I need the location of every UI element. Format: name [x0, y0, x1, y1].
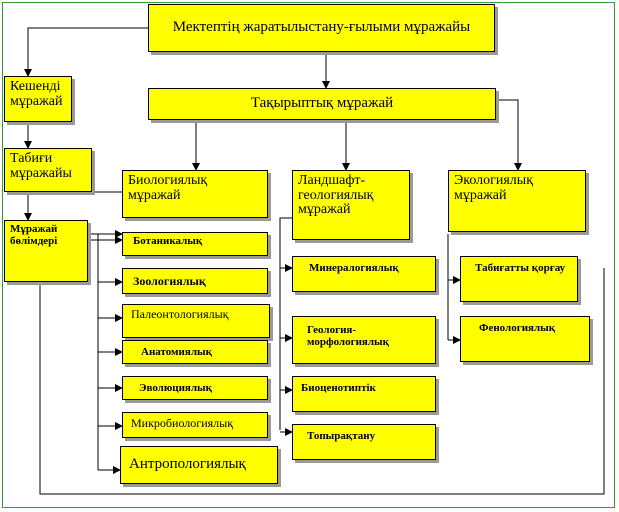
natural-museum-text: Табиғи мұражайы — [10, 151, 72, 181]
ecological-museum-box: Экологиялық мұражай — [448, 170, 586, 232]
bio-item-label: Микробиологиялық — [131, 416, 234, 430]
bio-item-evolutionary: Эволюциялық — [122, 376, 268, 400]
bio-item-label: Ботаникалық — [133, 235, 203, 247]
geo-item-label: Минералогиялық — [309, 262, 399, 274]
bio-item-microbiological: Микробиологиялық — [122, 412, 268, 438]
bio-item-label: Палеонтологиялық — [131, 307, 229, 321]
thematic-museum-text: Тақырыптық мұражай — [250, 95, 394, 112]
school-museum-title-box: Мектептің жаратылыстану-ғылыми мұражайы — [148, 4, 495, 52]
geo-item-biocenotic: Биоценотиптік — [292, 376, 436, 412]
bio-item-label: Зоологиялық — [133, 274, 206, 288]
eco-item-label: Фенологиялық — [479, 322, 556, 334]
bio-item-zoological: Зоологиялық — [122, 268, 268, 294]
geo-item-label: Топырақтану — [307, 430, 376, 442]
natural-museum-box: Табиғи мұражайы — [4, 148, 92, 192]
eco-item-label: Табиғатты қорғау — [475, 262, 566, 274]
bio-item-anatomical: Анатомиялық — [122, 340, 268, 364]
thematic-museum-box: Тақырыптық мұражай — [148, 88, 496, 120]
complex-museum-text: Кешенді мұражай — [10, 79, 63, 109]
geo-item-geomorphological: Геология-морфологиялық — [292, 316, 436, 364]
bio-item-label: Антропологиялық — [129, 456, 246, 472]
bio-item-label: Эволюциялық — [139, 382, 212, 394]
geo-item-mineralogical: Минералогиялық — [292, 256, 436, 292]
museum-sections-text: Мұражай бөлімдері — [10, 223, 58, 247]
ecological-museum-text: Экологиялық мұражай — [454, 173, 534, 203]
landscape-geological-museum-box: Ландшафт-геологиялық мұражай — [292, 170, 410, 240]
eco-item-phenological: Фенологиялық — [460, 316, 590, 362]
bio-item-botanical: Ботаникалық — [122, 232, 268, 256]
biological-museum-text: Биологиялық мұражай — [128, 173, 208, 203]
complex-museum-box: Кешенді мұражай — [4, 76, 72, 122]
biological-museum-box: Биологиялық мұражай — [122, 170, 268, 218]
museum-sections-box: Мұражай бөлімдері — [4, 220, 88, 282]
geo-item-label: Биоценотиптік — [301, 382, 376, 394]
landscape-geological-museum-text: Ландшафт-геологиялық мұражай — [298, 173, 374, 218]
title-text: Мектептің жаратылыстану-ғылыми мұражайы — [172, 19, 471, 36]
bio-item-anthropological: Антропологиялық — [120, 446, 278, 484]
diagram-frame — [2, 2, 615, 508]
geo-item-label: Геология-морфологиялық — [307, 324, 389, 348]
bio-item-paleontological: Палеонтологиялық — [122, 304, 270, 338]
bio-item-label: Анатомиялық — [141, 346, 212, 358]
eco-item-nature-protection: Табиғатты қорғау — [460, 256, 578, 302]
geo-item-soil-science: Топырақтану — [292, 424, 436, 460]
